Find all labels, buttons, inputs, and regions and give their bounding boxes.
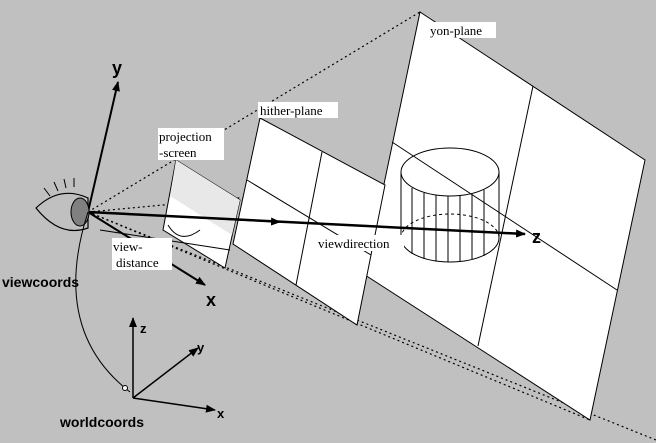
world-origin-dot (122, 385, 128, 391)
view-x-label: x (206, 290, 216, 310)
yon-plane (364, 11, 646, 421)
projection-label: projection (159, 129, 212, 144)
world-y-axis (132, 347, 199, 399)
view-distance-label-2: distance (116, 255, 159, 270)
view-y-axis (87, 81, 120, 213)
view-z-label: z (532, 227, 541, 247)
projection-screen (162, 159, 241, 269)
world-axes (129, 317, 216, 413)
world-y-label: y (197, 340, 205, 355)
world-z-label: z (140, 321, 147, 336)
eye-icon (35, 178, 90, 232)
view-distance-label-1: view- (113, 239, 143, 254)
hither-plane (232, 117, 386, 326)
yon-plane-label: yon-plane (430, 23, 482, 38)
worldcoords-label: worldcoords (59, 414, 144, 430)
view-to-world-link (75, 211, 131, 393)
view-y-label: y (112, 58, 122, 78)
hither-plane-label: hither-plane (260, 103, 323, 118)
view-direction-label: viewdirection (318, 236, 390, 251)
view-direction-arrow (87, 211, 281, 226)
viewcoords-label: viewcoords (2, 274, 79, 290)
world-x-axis (132, 397, 216, 413)
projection-screen-label: -screen (159, 145, 197, 160)
world-x-label: x (217, 406, 225, 421)
